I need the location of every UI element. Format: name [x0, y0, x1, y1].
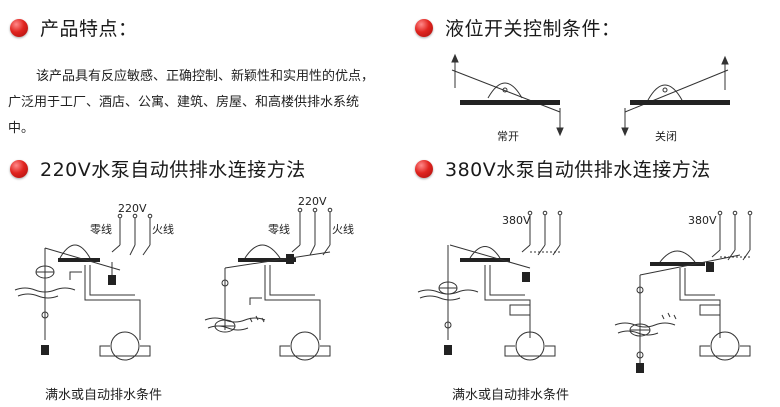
heading-features: 产品特点： [10, 14, 138, 41]
wiring-220-b [204, 207, 333, 361]
label-live-b: 火线 [332, 222, 354, 236]
red-bullet-icon [10, 18, 28, 37]
label-closed: 关闭 [655, 129, 677, 143]
label-220v-b: 220V [298, 195, 327, 208]
heading-conditions: 液位开关控制条件： [415, 14, 621, 41]
label-220v-a: 220V [118, 202, 147, 215]
red-bullet-icon [415, 159, 433, 178]
wiring-220-a [14, 213, 153, 361]
wiring-380-a [417, 210, 563, 361]
heading-220v: 220V水泵自动供排水连接方法 [10, 155, 306, 182]
heading-text: 220V水泵自动供排水连接方法 [40, 159, 306, 181]
label-neutral-a: 零线 [90, 222, 112, 236]
red-bullet-icon [415, 18, 433, 37]
label-380v-b: 380V [688, 214, 717, 227]
heading-380v: 380V水泵自动供排水连接方法 [415, 155, 711, 182]
heading-text: 380V水泵自动供排水连接方法 [445, 159, 711, 181]
switch-closed-diagram [621, 55, 730, 137]
label-normally-open: 常开 [497, 130, 519, 143]
label-neutral-b: 零线 [268, 222, 290, 236]
heading-text: 产品特点： [40, 18, 138, 40]
caption-right: 满水或自动排水条件 [452, 388, 570, 403]
label-live-a: 火线 [152, 222, 174, 236]
red-bullet-icon [10, 159, 28, 178]
heading-text: 液位开关控制条件： [445, 18, 621, 40]
wiring-380-b [614, 210, 753, 373]
features-text: 该产品具有反应敏感、正确控制、新颖性和实用性的优点，广泛用于工厂、酒店、公寓、建… [8, 69, 375, 136]
switch-open-diagram [451, 53, 564, 137]
features-paragraph: 该产品具有反应敏感、正确控制、新颖性和实用性的优点，广泛用于工厂、酒店、公寓、建… [8, 64, 383, 142]
label-380v-a: 380V [502, 214, 531, 227]
caption-left: 满水或自动排水条件 [45, 388, 163, 403]
